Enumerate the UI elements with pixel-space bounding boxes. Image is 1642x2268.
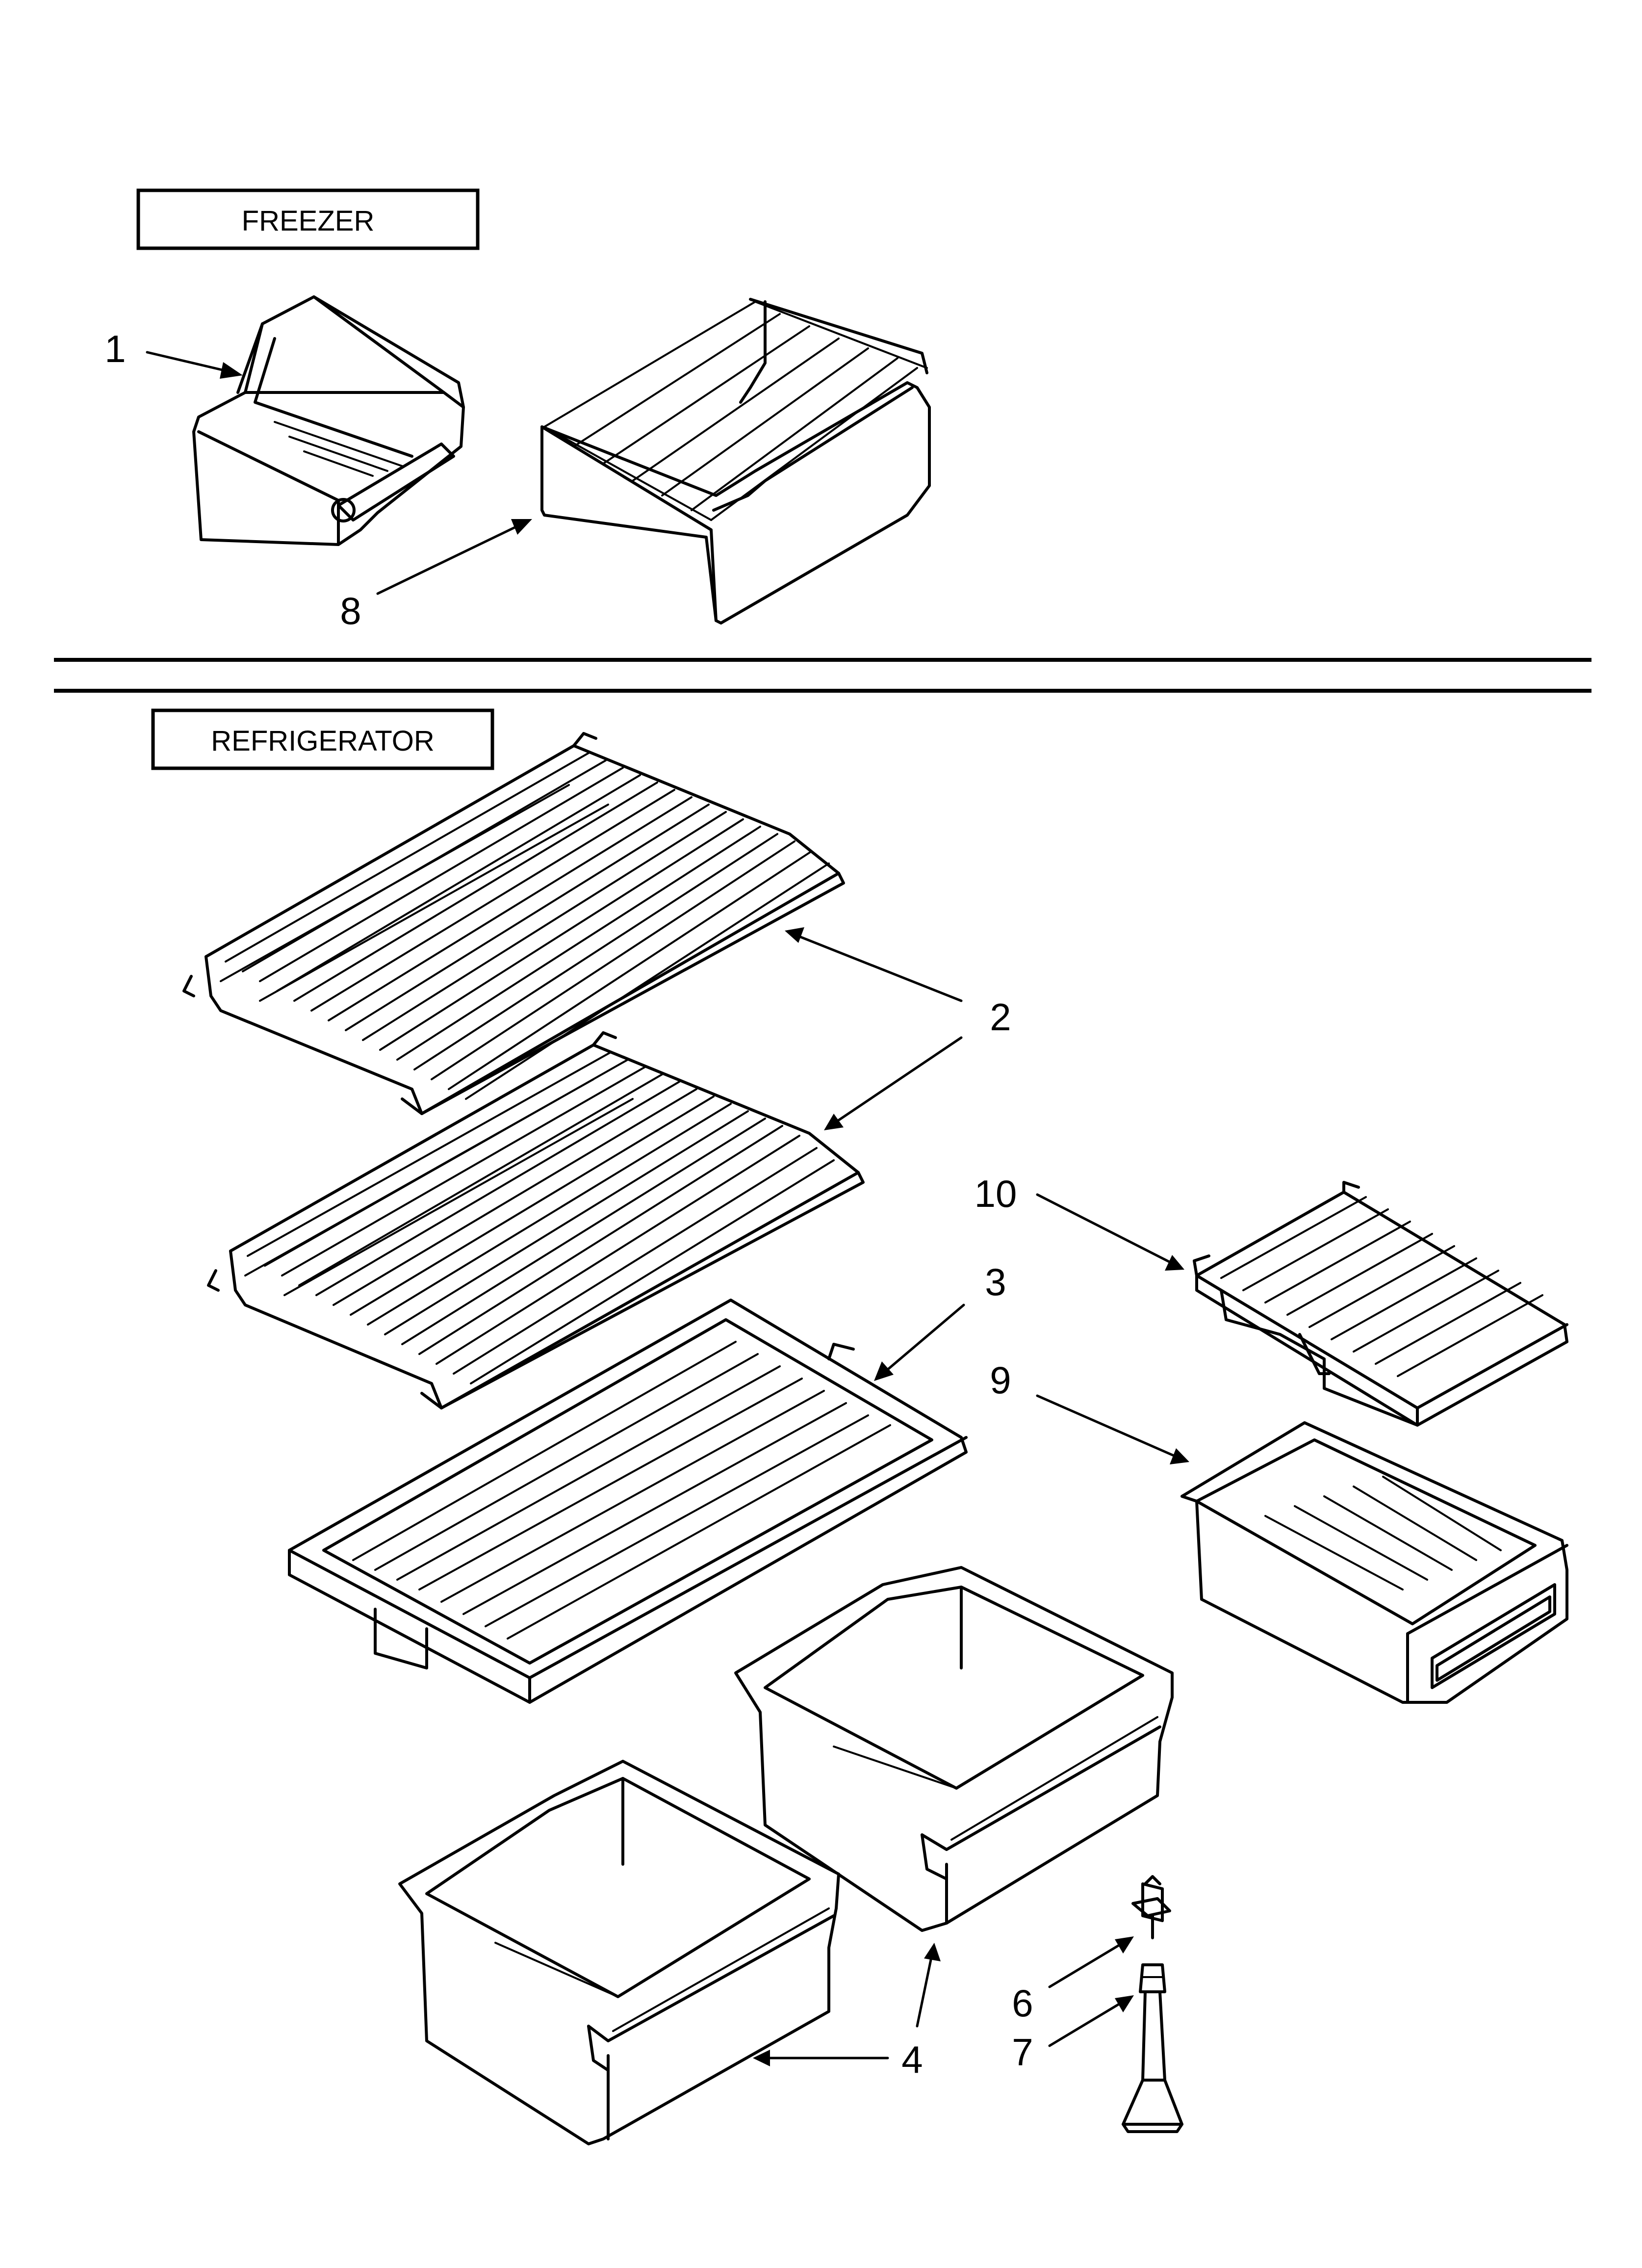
solid-shelf — [288, 1299, 968, 1704]
control-shaft — [1122, 1963, 1183, 2133]
callout-10: 10 — [975, 1172, 1017, 1215]
callout-2: 2 — [990, 995, 1011, 1039]
freezer-label: FREEZER — [242, 205, 375, 237]
crisper-drawer-right — [734, 1566, 1174, 1932]
deli-shelf — [1193, 1181, 1568, 1427]
callout-9: 9 — [990, 1358, 1011, 1402]
refrigerator-section: REFRIGERATOR — [151, 708, 1568, 2145]
callout-3: 3 — [985, 1260, 1006, 1303]
wire-shelf-lower — [207, 1031, 865, 1409]
refrigerator-label: REFRIGERATOR — [211, 725, 434, 757]
callout-8: 8 — [340, 589, 361, 632]
freezer-section: FREEZER — [104, 188, 931, 632]
control-knob — [1131, 1875, 1171, 1939]
deli-drawer — [1180, 1421, 1568, 1704]
refrigerator-label-box — [151, 708, 494, 770]
wire-shelf-upper — [182, 732, 845, 1115]
callout-4: 4 — [901, 2038, 923, 2081]
freezer-bin — [192, 295, 465, 546]
freezer-shelf-rack — [540, 298, 931, 625]
freezer-label-box — [136, 188, 480, 250]
crisper-drawer-left — [398, 1760, 840, 2145]
callout-1: 1 — [104, 327, 126, 370]
callout-7: 7 — [1012, 2031, 1033, 2074]
callout-6: 6 — [1012, 1981, 1033, 2025]
